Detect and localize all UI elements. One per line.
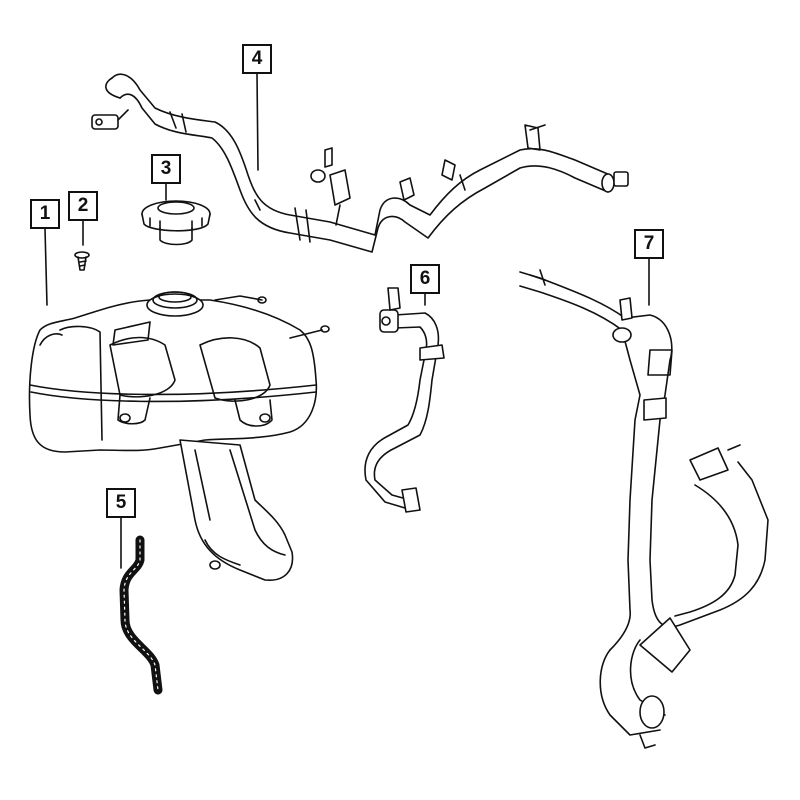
callout-4: 4 xyxy=(242,44,272,74)
overflow-hose xyxy=(119,535,163,695)
coolant-reservoir xyxy=(28,291,330,581)
callout-6: 6 xyxy=(410,264,440,294)
callout-5: 5 xyxy=(106,488,136,518)
callout-3: 3 xyxy=(151,154,181,184)
pressure-cap xyxy=(141,200,211,246)
callout-7: 7 xyxy=(634,229,664,259)
bypass-hose xyxy=(364,287,445,513)
upper-coolant-hose xyxy=(91,73,629,253)
screw xyxy=(74,251,90,271)
callout-1: 1 xyxy=(30,199,60,229)
radiator-hose xyxy=(519,269,769,749)
leader-lines xyxy=(44,73,650,569)
callout-2: 2 xyxy=(68,191,98,221)
